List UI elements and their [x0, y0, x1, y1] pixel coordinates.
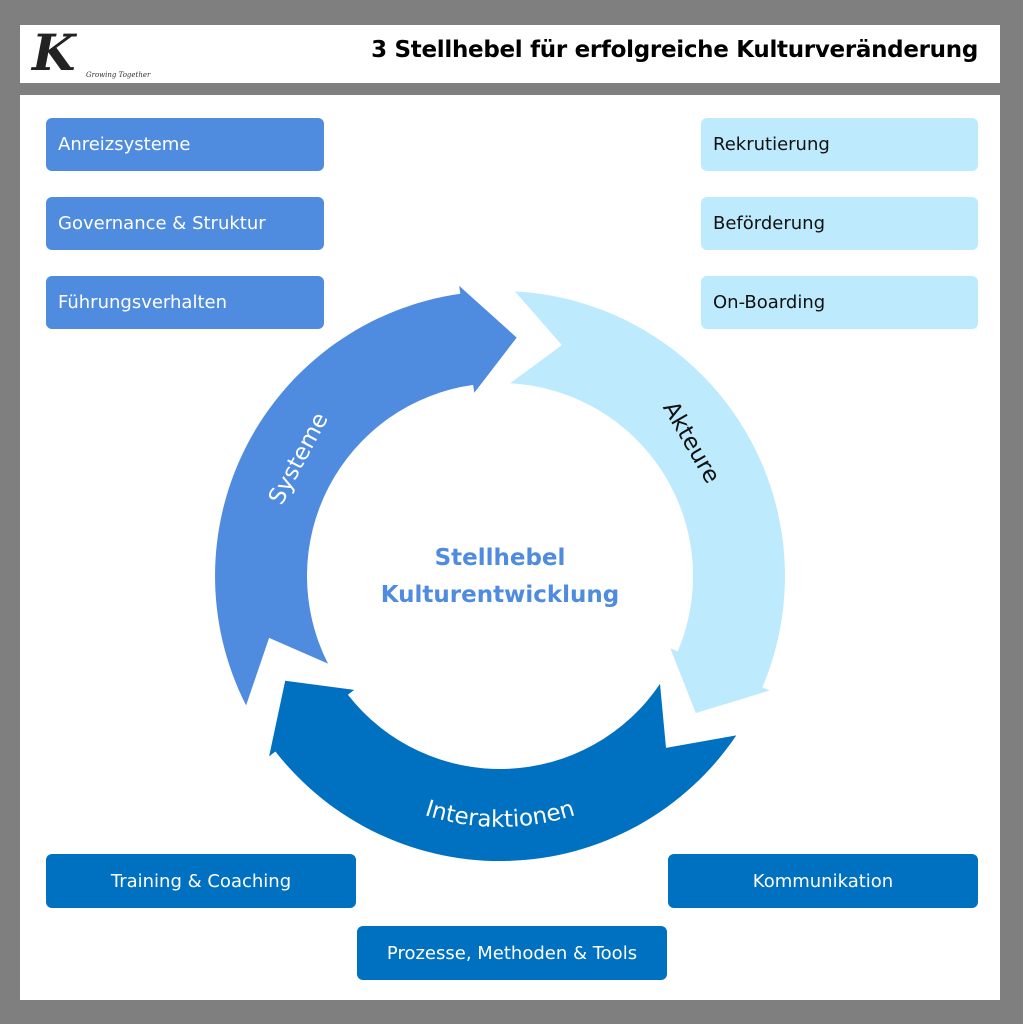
akteure-item-befoerderung: Beförderung [701, 197, 978, 250]
interaktionen-item-kommunikation: Kommunikation [668, 854, 978, 908]
systeme-item-governance: Governance & Struktur [46, 197, 324, 250]
logo-tagline: Growing Together [86, 71, 151, 79]
interaktionen-arrow [269, 680, 737, 862]
center-line-1: Stellhebel [434, 545, 566, 571]
logo-letter: K [32, 23, 76, 82]
page-title: 3 Stellhebel für erfolgreiche Kulturverä… [371, 37, 978, 63]
center-title: Stellhebel Kulturentwicklung [350, 540, 650, 614]
header: K Growing Together 3 Stellhebel für erfo… [20, 23, 1000, 83]
akteure-item-rekrutierung: Rekrutierung [701, 118, 978, 171]
systeme-arrow [215, 285, 517, 706]
akteure-item-onboarding: On-Boarding [701, 276, 978, 329]
interaktionen-item-training: Training & Coaching [46, 854, 356, 908]
interaktionen-item-prozesse: Prozesse, Methoden & Tools [357, 926, 667, 980]
logo: K Growing Together [28, 23, 158, 82]
systeme-item-anreizsysteme: Anreizsysteme [46, 118, 324, 171]
center-line-2: Kulturentwicklung [380, 582, 620, 608]
akteure-arrow [510, 291, 785, 714]
systeme-item-fuehrung: Führungsverhalten [46, 276, 324, 329]
